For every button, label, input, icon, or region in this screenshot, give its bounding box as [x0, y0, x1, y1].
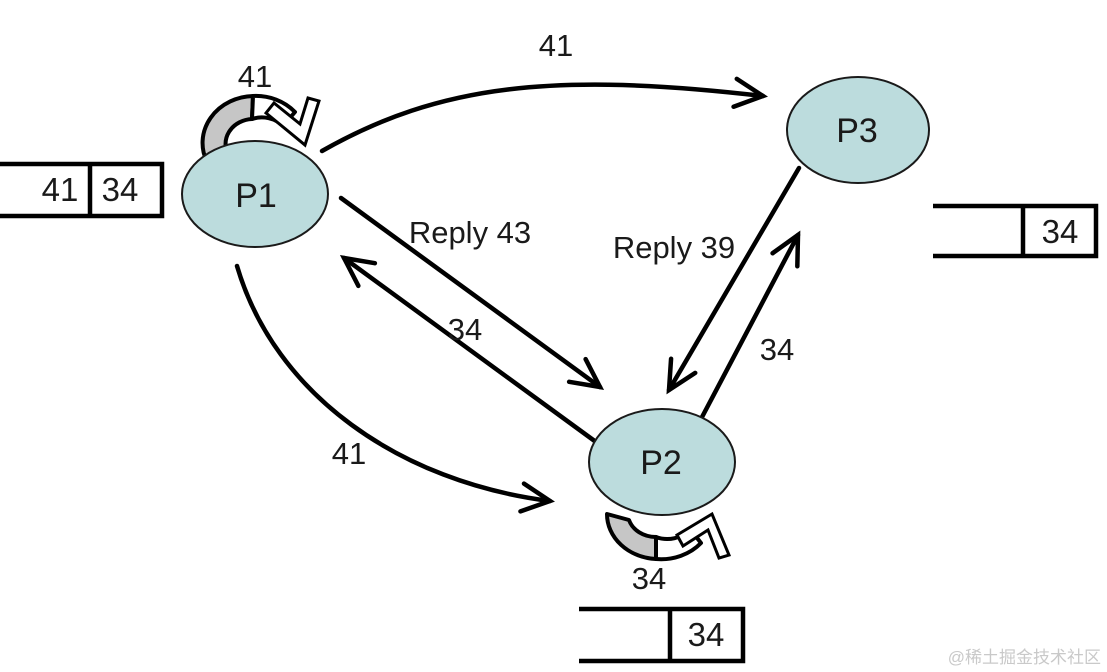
edge-label-p1-to-p2-reply: Reply 43 [409, 215, 531, 250]
node-label-p1: P1 [235, 177, 277, 215]
self-loop-p2-arrowhead-icon [674, 511, 732, 560]
watermark: @稀土掘金技术社区 [948, 648, 1101, 667]
edge-label-p1-to-p2-curved: 41 [332, 436, 366, 471]
self-loop-p1-arrowhead-icon [263, 96, 321, 148]
edge-p1-to-p2-curved [234, 263, 555, 514]
edge-label-p2-self-loop: 34 [632, 561, 666, 596]
self-loop-p1 [200, 93, 321, 164]
edge-label-p2-to-p3: 34 [760, 332, 794, 367]
queue-box-p1: 41 34 [0, 161, 165, 219]
queue-cell-p1-1: 34 [102, 171, 139, 208]
node-ellipse-p1 [181, 140, 329, 248]
node-label-p3: P3 [836, 112, 878, 150]
self-loop-p2 [604, 511, 732, 562]
queue-box-p1-frame [0, 161, 165, 219]
queue-box-p3-frame [933, 203, 1099, 259]
edge-label-p1-self-loop: 41 [238, 59, 272, 94]
edge-label-p2-to-p1: 34 [448, 312, 482, 347]
node-ellipse-p3 [786, 76, 930, 184]
queue-cell-p1-0: 41 [42, 171, 79, 208]
edge-p2-to-p3 [698, 230, 801, 422]
edge-p2-to-p1 [339, 255, 599, 445]
node-ellipse-p2 [588, 408, 736, 516]
self-loop-p2-gray-body [604, 512, 658, 561]
edge-p3-to-p2-reply [666, 165, 802, 395]
queue-box-p2: 34 [579, 606, 746, 664]
queue-cell-p2-1: 34 [688, 616, 725, 653]
queue-cell-p3-1: 34 [1042, 213, 1079, 250]
edge-p1-to-p2-reply [338, 195, 605, 390]
edge-label-p3-to-p2-reply: Reply 39 [613, 230, 735, 265]
edge-p1-to-p3 [319, 76, 768, 154]
queue-box-p2-frame [579, 606, 746, 664]
node-label-p2: P2 [640, 444, 682, 482]
queue-box-p3: 34 [933, 203, 1099, 259]
edge-label-p1-to-p3: 41 [539, 28, 573, 63]
